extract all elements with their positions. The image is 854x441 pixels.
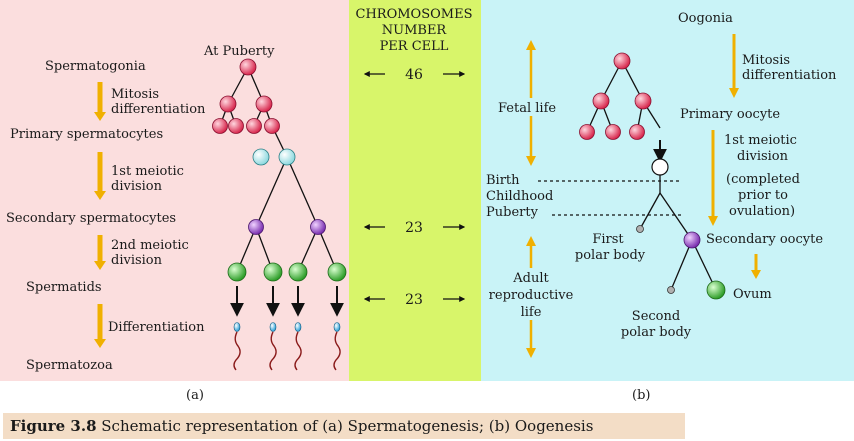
puberty-label: Puberty bbox=[486, 205, 539, 220]
caption-bar bbox=[3, 413, 685, 439]
sublabel-a: (a) bbox=[186, 388, 204, 403]
spermatogonium-cell bbox=[228, 118, 244, 134]
oogonium-cell bbox=[605, 124, 621, 140]
spermatogonium-cell bbox=[239, 58, 257, 76]
chromosome-count-46: 46 bbox=[405, 67, 423, 83]
meiosis-line-1: 1st meiotic bbox=[724, 133, 797, 148]
spermatid-cell bbox=[327, 262, 347, 282]
chromosome-number-panel bbox=[349, 0, 481, 381]
meiosis-line-5: ovulation) bbox=[729, 204, 795, 219]
ovum-label: Ovum bbox=[733, 287, 772, 302]
spermiogenesis-label: Differentiation bbox=[108, 320, 205, 335]
second-polar-body bbox=[667, 286, 675, 294]
spermatogonium-cell bbox=[219, 95, 237, 113]
spermatogonium-cell bbox=[255, 95, 273, 113]
meiosis-line-3: (completed bbox=[726, 172, 800, 187]
secondary-oocyte-cell bbox=[683, 231, 701, 249]
chromosomes-heading: CHROMOSOMES bbox=[356, 7, 473, 22]
life-label: life bbox=[521, 305, 542, 320]
at-puberty-label: At Puberty bbox=[203, 44, 275, 59]
chromosome-count-23-spermatid: 23 bbox=[405, 292, 423, 308]
oogonium-cell bbox=[592, 92, 610, 110]
oogonium-cell bbox=[613, 52, 631, 70]
spermatogenesis-tree-lines bbox=[219, 66, 338, 273]
fetal-life-label: Fetal life bbox=[498, 101, 556, 116]
secondary-spermatocyte-cell bbox=[248, 219, 264, 235]
oogonia-differentiation-label: differentiation bbox=[742, 68, 837, 83]
stage-spermatogonia: Spermatogonia bbox=[45, 59, 146, 74]
first-polar-label-1: First bbox=[592, 232, 624, 247]
primary-spermatocyte-cell bbox=[278, 148, 296, 166]
meiosis-line-4: prior to bbox=[738, 188, 788, 203]
spermatozoon bbox=[269, 322, 277, 371]
first-meiotic-arrow bbox=[94, 152, 106, 200]
primary-oocyte-cell bbox=[651, 158, 669, 176]
primary-oocyte-label: Primary oocyte bbox=[680, 107, 780, 122]
per-cell-heading: PER CELL bbox=[380, 39, 449, 54]
secondary-spermatocyte-cell bbox=[310, 219, 326, 235]
first-polar-body bbox=[636, 225, 644, 233]
sublabel-b: (b) bbox=[632, 388, 650, 403]
secondary-oocyte-label: Secondary oocyte bbox=[706, 232, 823, 247]
birth-label: Birth bbox=[486, 173, 520, 188]
meiosis-line-2: division bbox=[737, 149, 789, 164]
spermatogonium-cell bbox=[246, 118, 262, 134]
adult-label: Adult bbox=[512, 271, 549, 286]
figure-caption: Figure 3.8 Schematic representation of (… bbox=[10, 417, 593, 435]
spermatogenesis-panel bbox=[0, 0, 349, 381]
chromosome-count-23-secondary: 23 bbox=[405, 220, 423, 236]
oogonia-mitosis-label: Mitosis bbox=[742, 53, 790, 68]
stage-secondary-spermatocytes: Secondary spermatocytes bbox=[6, 211, 176, 226]
ovum-cell bbox=[706, 280, 726, 300]
primary-spermatocyte-cell bbox=[252, 148, 270, 166]
spermiogenesis-arrows bbox=[230, 286, 344, 317]
mitosis-label: Mitosis bbox=[111, 87, 159, 102]
second-meiotic-arrow bbox=[94, 235, 106, 270]
stage-spermatids: Spermatids bbox=[26, 280, 102, 295]
second-polar-label-1: Second bbox=[632, 309, 680, 324]
spermatid-cell bbox=[227, 262, 247, 282]
stage-primary-spermatocytes: Primary spermatocytes bbox=[10, 127, 163, 142]
second-meiotic-label: 2nd meiotic bbox=[111, 238, 189, 253]
differentiation-label: differentiation bbox=[111, 102, 206, 117]
spermatozoon bbox=[294, 322, 302, 371]
figure-number: Figure 3.8 bbox=[10, 417, 97, 435]
figure-caption-text: Schematic representation of (a) Spermato… bbox=[96, 417, 594, 435]
oogonium-cell bbox=[629, 124, 645, 140]
first-meiotic-division-label: division bbox=[111, 179, 163, 194]
second-meiotic-division-label: division bbox=[111, 253, 163, 268]
number-heading: NUMBER bbox=[382, 23, 448, 38]
secondary-oocyte-arrow bbox=[751, 254, 761, 279]
spermatozoon bbox=[233, 322, 241, 371]
spermatogonium-cell bbox=[212, 118, 228, 134]
oocyte-meiosis-arrow bbox=[708, 130, 718, 226]
differentiation-arrow bbox=[94, 304, 106, 348]
second-polar-label-2: polar body bbox=[621, 325, 692, 340]
spermatid-cell bbox=[263, 262, 283, 282]
spermatid-cell bbox=[288, 262, 308, 282]
mitosis-arrow bbox=[94, 82, 106, 121]
oogonia-mitosis-arrow bbox=[729, 34, 739, 98]
stage-spermatozoa: Spermatozoa bbox=[26, 358, 113, 373]
oogonia-label: Oogonia bbox=[678, 11, 733, 26]
first-meiotic-label: 1st meiotic bbox=[111, 164, 184, 179]
oogonium-cell bbox=[579, 124, 595, 140]
adult-life-label-bg bbox=[482, 268, 582, 320]
spermatogonium-cell bbox=[264, 118, 280, 134]
reproductive-label: reproductive bbox=[489, 288, 574, 303]
first-polar-label-2: polar body bbox=[575, 248, 646, 263]
childhood-label: Childhood bbox=[486, 189, 553, 204]
oogonium-cell bbox=[634, 92, 652, 110]
fetal-life-label-bg bbox=[496, 98, 568, 116]
spermatozoon bbox=[333, 322, 341, 371]
